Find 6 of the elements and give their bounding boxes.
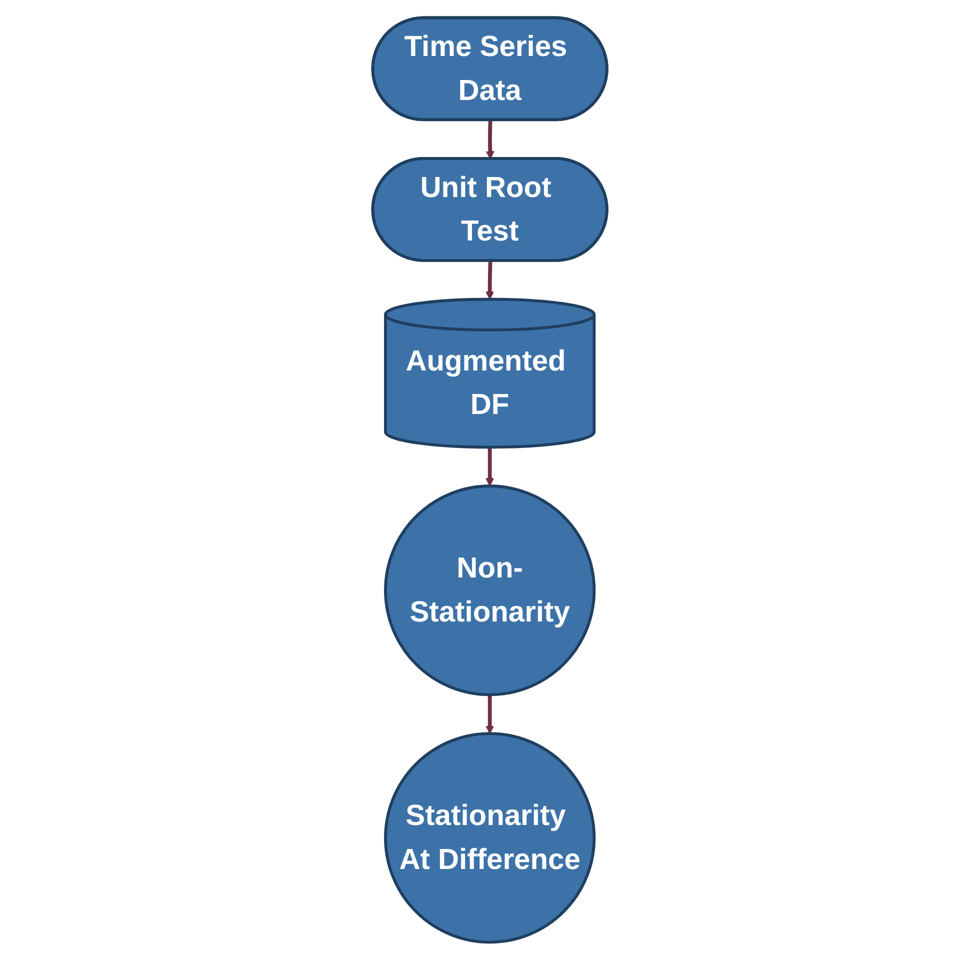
arrow (485, 694, 494, 734)
arrow (485, 260, 494, 300)
arrow (486, 120, 494, 159)
node-circle: Stationarity At Difference (384, 732, 596, 944)
node-circle: Non-Stationarity (384, 484, 596, 696)
arrow (485, 446, 494, 486)
